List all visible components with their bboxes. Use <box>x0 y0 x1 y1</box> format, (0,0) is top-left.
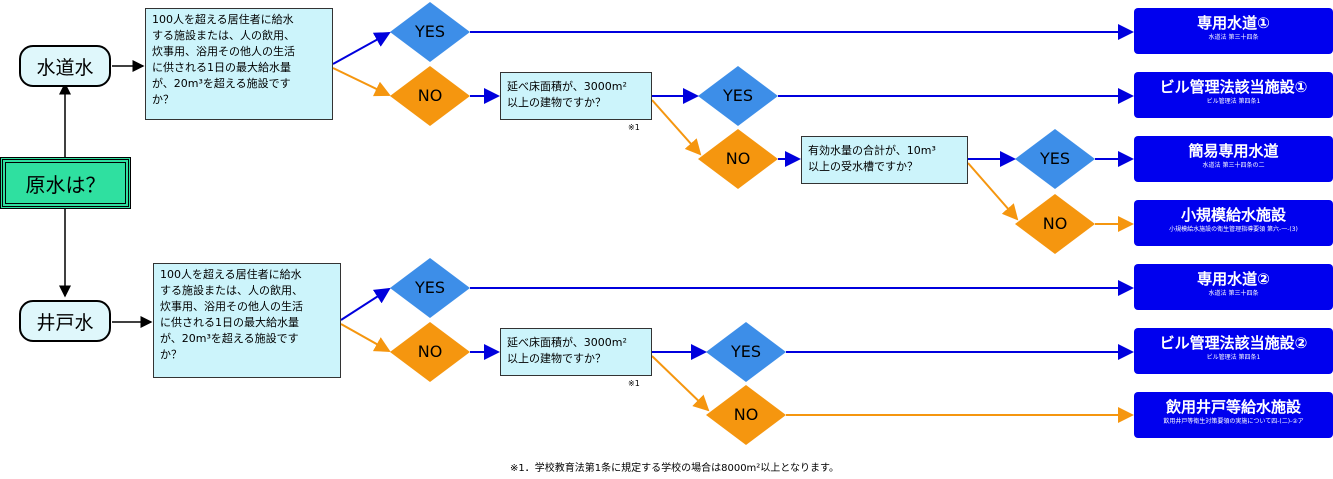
diamond-yes-3 <box>1015 129 1095 189</box>
result-title: 簡易専用水道 <box>1188 142 1279 160</box>
result-law: ビル管理法 第四条1 <box>1206 98 1261 105</box>
no-label: NO <box>417 86 443 105</box>
decision-diamonds <box>390 2 1095 445</box>
diamond-no-1 <box>390 66 470 126</box>
diamond-yes-5 <box>706 322 786 382</box>
result-title: 飲用井戸等給水施設 <box>1165 398 1301 416</box>
diamond-yes-4 <box>390 258 470 318</box>
result-well-supply: 飲用井戸等給水施設 飲用井戸等衛生対策要領の実施について四-(二)-②ア <box>1134 392 1333 438</box>
root-connectors <box>59 60 153 328</box>
footnote: ※1．学校教育法第1条に規定する学校の場合は8000m²以上となります。 <box>510 463 840 474</box>
diamond-no-2 <box>698 129 778 189</box>
result-law: 小規模給水施設の衛生管理指導要領 第六-一-(3) <box>1169 226 1298 233</box>
source-well-water-label: 井戸水 <box>36 311 94 334</box>
result-simple-water: 簡易専用水道 水道法 第三十四条の二 <box>1134 136 1333 182</box>
yes-label: YES <box>414 278 446 297</box>
source-tap-water-label: 水道水 <box>36 56 94 79</box>
diamond-no-3 <box>1015 194 1095 254</box>
question-tank: 有効水量の合計が、10m³ 以上の受水槽ですか？ <box>801 136 968 184</box>
root-node: 原水は？ <box>0 157 131 209</box>
yes-connectors <box>332 24 1134 360</box>
question-supply-top: 100人を超える居住者に給水 する施設または、人の飲用、 炊事用、浴用その他人の… <box>145 8 333 120</box>
question-floor-top-text: 延べ床面積が、3000m² 以上の建物ですか？ <box>507 80 627 109</box>
result-title: ビル管理法該当施設① <box>1159 78 1308 96</box>
yes-label: YES <box>730 342 762 361</box>
result-law: 飲用井戸等衛生対策要領の実施について四-(二)-②ア <box>1163 418 1304 425</box>
result-law: ビル管理法 第四条1 <box>1206 354 1261 361</box>
result-law: 水道法 第三十四条 <box>1208 290 1259 297</box>
result-law: 水道法 第三十四条 <box>1208 34 1259 41</box>
result-title: ビル管理法該当施設② <box>1159 334 1308 352</box>
result-title: 小規模給水施設 <box>1180 206 1286 224</box>
question-supply-bottom-text: 100人を超える居住者に給水 する施設または、人の飲用、 炊事用、浴用その他人の… <box>160 268 303 361</box>
source-well-water: 井戸水 <box>19 300 111 342</box>
diamond-no-5 <box>706 385 786 445</box>
question-supply-top-text: 100人を超える居住者に給水 する施設または、人の飲用、 炊事用、浴用その他人の… <box>152 13 295 106</box>
no-connectors <box>332 67 1134 423</box>
result-law: 水道法 第三十四条の二 <box>1202 162 1265 169</box>
no-label: NO <box>733 405 759 424</box>
question-floor-top: 延べ床面積が、3000m² 以上の建物ですか？ <box>500 72 652 120</box>
yes-label: YES <box>414 22 446 41</box>
question-floor-bottom: 延べ床面積が、3000m² 以上の建物ですか？ <box>500 328 652 376</box>
yes-label: YES <box>1039 149 1071 168</box>
footnote-mark-bottom: ※1 <box>628 379 640 388</box>
question-supply-bottom: 100人を超える居住者に給水 する施設または、人の飲用、 炊事用、浴用その他人の… <box>153 263 341 378</box>
result-private-water-1: 専用水道① 水道法 第三十四条 <box>1134 8 1333 54</box>
no-label: NO <box>417 342 443 361</box>
yes-label: YES <box>722 86 754 105</box>
no-label: NO <box>1042 214 1068 233</box>
no-label: NO <box>725 149 751 168</box>
source-tap-water: 水道水 <box>19 45 111 87</box>
result-private-water-2: 専用水道② 水道法 第三十四条 <box>1134 264 1333 310</box>
result-building-law-1: ビル管理法該当施設① ビル管理法 第四条1 <box>1134 72 1333 118</box>
result-title: 専用水道① <box>1197 14 1270 32</box>
footnote-mark-top: ※1 <box>628 123 640 132</box>
diamond-yes-1 <box>390 2 470 62</box>
diamond-no-4 <box>390 322 470 382</box>
diamond-yes-2 <box>698 66 778 126</box>
result-building-law-2: ビル管理法該当施設② ビル管理法 第四条1 <box>1134 328 1333 374</box>
question-floor-bottom-text: 延べ床面積が、3000m² 以上の建物ですか？ <box>507 336 627 365</box>
question-tank-text: 有効水量の合計が、10m³ 以上の受水槽ですか？ <box>808 144 936 173</box>
result-title: 専用水道② <box>1197 270 1270 288</box>
result-small-supply: 小規模給水施設 小規模給水施設の衛生管理指導要領 第六-一-(3) <box>1134 200 1333 246</box>
root-label: 原水は？ <box>25 172 106 197</box>
